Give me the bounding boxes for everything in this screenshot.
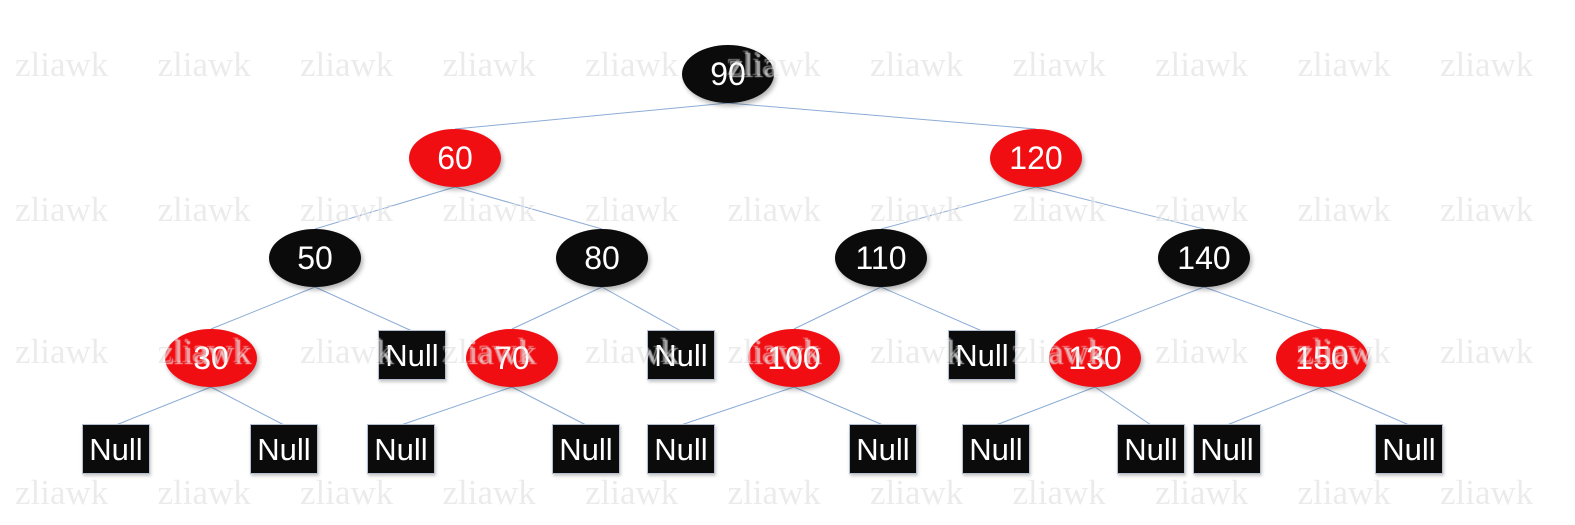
node-label: Null <box>257 431 311 467</box>
tree-node-60: 60 <box>409 129 501 187</box>
node-label: 60 <box>437 140 473 176</box>
node-label: Null <box>969 431 1023 467</box>
node-label: Null <box>374 431 428 467</box>
tree-node-130: 130 <box>1049 329 1141 387</box>
tree-node-140: 140 <box>1158 229 1250 287</box>
node-label: 100 <box>767 340 821 376</box>
tree-node-150: 150 <box>1276 329 1368 387</box>
node-label: Null <box>654 337 708 373</box>
tree-edge <box>1226 386 1323 426</box>
node-label: Null <box>559 431 613 467</box>
node-label: Null <box>89 431 143 467</box>
node-label: 150 <box>1295 340 1349 376</box>
tree-edge <box>1321 386 1410 426</box>
tree-node-120: 120 <box>990 129 1082 187</box>
tree-edge <box>601 286 682 332</box>
tree-node-80: 80 <box>556 229 648 287</box>
tree-edge <box>1094 286 1205 330</box>
node-label: 140 <box>1177 240 1231 276</box>
node-label: Null <box>654 431 708 467</box>
null-leaf-node: Null <box>552 424 620 474</box>
tree-node-30: 30 <box>165 329 257 387</box>
null-leaf-node: Null <box>367 424 435 474</box>
tree-edge <box>511 386 587 426</box>
tree-edge <box>727 102 1037 130</box>
node-label: 90 <box>710 56 746 92</box>
tree-edge <box>793 286 882 330</box>
null-leaf-node: Null <box>1193 424 1261 474</box>
null-leaf-node: Null <box>82 424 150 474</box>
tree-node-90: 90 <box>682 45 774 103</box>
tree-edge <box>400 386 513 426</box>
tree-edge <box>115 386 212 426</box>
tree-edge <box>995 386 1096 426</box>
node-label: Null <box>856 431 910 467</box>
null-leaf-node: Null <box>1375 424 1443 474</box>
node-label: Null <box>1124 431 1178 467</box>
tree-edge <box>793 386 884 426</box>
node-label: 30 <box>193 340 229 376</box>
node-label: Null <box>955 337 1009 373</box>
node-label: 80 <box>584 240 620 276</box>
node-label: 130 <box>1068 340 1122 376</box>
tree-edge <box>314 286 413 332</box>
tree-edge <box>880 186 1037 230</box>
null-leaf-node: Null <box>948 330 1016 380</box>
tree-edge <box>454 102 729 130</box>
tree-edge <box>454 186 603 230</box>
node-label: 110 <box>855 240 907 276</box>
node-label: Null <box>1382 431 1436 467</box>
tree-edge <box>210 286 316 330</box>
tree-edge <box>680 386 795 426</box>
null-leaf-node: Null <box>647 424 715 474</box>
node-label: 50 <box>297 240 333 276</box>
node-label: 120 <box>1009 140 1063 176</box>
tree-edge <box>880 286 983 332</box>
node-label: 70 <box>494 340 530 376</box>
tree-edge <box>314 186 456 230</box>
null-leaf-node: Null <box>250 424 318 474</box>
tree-edge <box>1035 186 1205 230</box>
null-leaf-node: Null <box>378 330 446 380</box>
tree-node-70: 70 <box>466 329 558 387</box>
tree-edge <box>1203 286 1323 330</box>
null-leaf-node: Null <box>962 424 1030 474</box>
tree-node-100: 100 <box>748 329 840 387</box>
tree-edge <box>210 386 285 426</box>
tree-node-50: 50 <box>269 229 361 287</box>
tree-node-110: 110 <box>835 229 927 287</box>
node-label: Null <box>1200 431 1254 467</box>
tree-edge <box>511 286 603 330</box>
null-leaf-node: Null <box>647 330 715 380</box>
tree-edge <box>1094 386 1152 426</box>
null-leaf-node: Null <box>1117 424 1185 474</box>
null-leaf-node: Null <box>849 424 917 474</box>
node-label: Null <box>385 337 439 373</box>
